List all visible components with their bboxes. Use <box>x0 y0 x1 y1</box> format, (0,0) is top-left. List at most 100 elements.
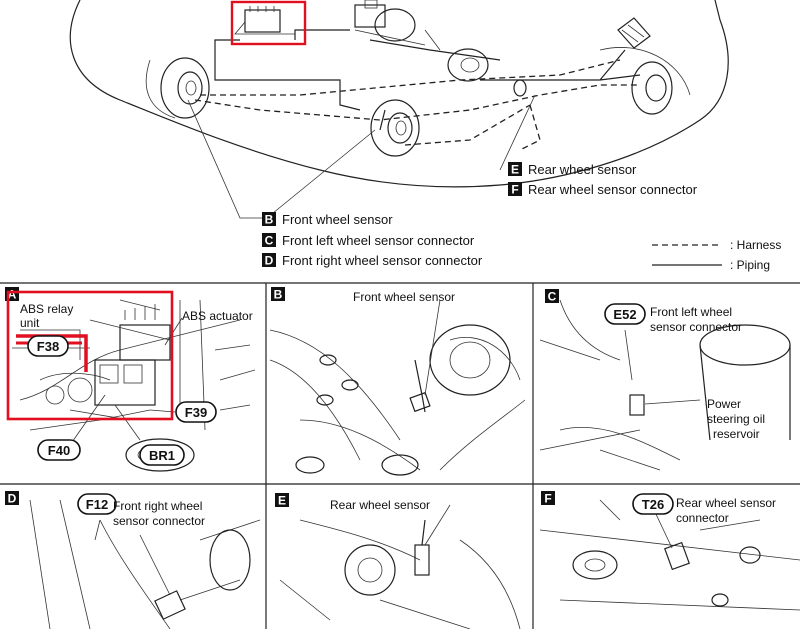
callout-rear-wheel-sensor: Rear wheel sensor <box>528 162 637 177</box>
front-left-connector-body <box>629 394 645 416</box>
panel-A-leaders <box>69 317 183 446</box>
panel-B: B Front wheel sensor <box>269 287 526 476</box>
panel-F-lines <box>539 499 800 611</box>
svg-text:F38: F38 <box>37 339 59 354</box>
svg-text:B: B <box>265 213 274 227</box>
front-left-connector-label-1: Front left wheel <box>650 305 732 319</box>
panel-C-lines <box>539 299 681 471</box>
panel-A: A ABS relay unit ABS actuator F38 <box>5 287 256 472</box>
abs-actuator-detail-sketch <box>119 304 171 361</box>
front-right-connector-body <box>154 590 186 620</box>
panel-E: E Rear wheel sensor <box>275 493 521 629</box>
abs-actuator-label: ABS actuator <box>182 309 253 323</box>
front-wheel-sensor-body <box>409 391 431 413</box>
abs-relay-unit-label: unit <box>20 316 40 330</box>
svg-text:C: C <box>265 234 274 248</box>
connector-E52: E52 <box>604 303 646 325</box>
sensor-harness <box>194 59 640 151</box>
vehicle-overview <box>69 0 729 223</box>
strut-mount <box>125 438 195 472</box>
callout-front-wheel-sensor: Front wheel sensor <box>282 212 393 227</box>
ps-reservoir-label-2: steering oil <box>707 412 765 426</box>
callout-F: F Rear wheel sensor connector <box>508 182 698 197</box>
legend: : Harness : Piping <box>652 238 781 272</box>
ps-reservoir-label-3: reservoir <box>713 427 760 441</box>
rear-wheel-connector-body <box>664 541 690 571</box>
front-right-connector-label-2: sensor connector <box>113 514 205 528</box>
connector-BR1: BR1 <box>139 444 185 466</box>
panel-D-strut <box>209 529 251 591</box>
callout-front-right-connector: Front right wheel sensor connector <box>282 253 483 268</box>
svg-text:F39: F39 <box>185 405 207 420</box>
front-right-wheel-disc <box>370 99 420 157</box>
svg-text:D: D <box>265 254 274 268</box>
leader-front-wheel-sensor <box>187 99 262 219</box>
callout-E: E Rear wheel sensor <box>508 162 637 177</box>
panel-F-leader <box>654 511 673 549</box>
front-wheel-sensor-detail-label: Front wheel sensor <box>353 290 455 304</box>
connector-F12: F12 <box>77 493 117 515</box>
svg-text:C: C <box>548 290 557 304</box>
rear-wheel-connector-label-2: connector <box>676 511 729 525</box>
svg-text:F: F <box>511 183 518 197</box>
connector-F38: F38 <box>27 335 69 357</box>
connector-F39: F39 <box>175 401 217 423</box>
panel-D-lines <box>29 499 261 629</box>
front-wheel-arch <box>145 59 176 119</box>
abs-relay-unit-sketch <box>39 359 156 421</box>
brake-piping <box>214 29 641 131</box>
callout-C: C Front left wheel sensor connector <box>262 233 475 248</box>
svg-text:D: D <box>8 492 17 506</box>
rear-wheel-sensor-detail-label: Rear wheel sensor <box>330 498 430 512</box>
panel-F-hole-left <box>572 550 618 580</box>
svg-text:T26: T26 <box>642 497 664 512</box>
legend-harness-label: : Harness <box>730 238 781 252</box>
rear-axle <box>447 48 527 97</box>
front-right-connector-label-1: Front right wheel <box>113 499 202 513</box>
panel-E-leader <box>424 504 451 546</box>
connector-T26: T26 <box>632 493 674 515</box>
callout-front-left-connector: Front left wheel sensor connector <box>282 233 475 248</box>
brake-master-cylinder <box>354 0 441 51</box>
leader-front-wheel-sensor-2 <box>261 129 376 223</box>
connector-F40: F40 <box>37 439 81 461</box>
abs-actuator-sketch <box>234 6 295 35</box>
panel-F: F T26 Rear wheel sensor connector <box>539 491 800 611</box>
ps-reservoir-label-1: Power <box>707 397 741 411</box>
callout-D: D Front right wheel sensor connector <box>262 253 483 268</box>
svg-text:E: E <box>278 494 286 508</box>
svg-text:F12: F12 <box>86 497 108 512</box>
panel-B-hub-bolt <box>381 454 419 476</box>
panel-E-hub <box>344 544 396 596</box>
abs-actuator-highlight <box>230 0 307 46</box>
svg-text:E52: E52 <box>613 307 636 322</box>
svg-text:F: F <box>544 492 551 506</box>
legend-piping-label: : Piping <box>730 258 770 272</box>
callout-B: B Front wheel sensor <box>262 212 393 227</box>
leader-rear-wheel-sensor <box>499 94 536 171</box>
front-left-wheel-disc <box>160 57 210 119</box>
rear-wheel-disc <box>631 61 673 115</box>
detail-grid <box>0 282 800 629</box>
rear-wheel-sensor-body <box>414 544 430 576</box>
panel-B-leader <box>424 299 441 396</box>
rear-harness-connector <box>617 17 651 49</box>
panel-B-knuckle-lines <box>269 329 526 471</box>
svg-text:B: B <box>274 288 283 302</box>
svg-text:E: E <box>511 163 519 177</box>
car-body-outline <box>69 0 729 188</box>
rear-wheel-connector-label-1: Rear wheel sensor <box>676 496 776 510</box>
rear-wheel-arch <box>599 47 691 96</box>
panel-E-lines <box>279 519 521 629</box>
svg-text:F40: F40 <box>48 443 70 458</box>
panel-D: D F12 Front right wheel sensor connector <box>5 491 261 629</box>
abs-relay-highlight-box <box>6 290 174 421</box>
svg-text:BR1: BR1 <box>149 448 175 463</box>
ps-reservoir-body <box>699 344 791 441</box>
abs-relay-label: ABS relay <box>20 302 73 316</box>
svg-text:A: A <box>8 288 17 302</box>
panel-D-leaders <box>94 519 171 596</box>
panel-C: C E52 Front left wheel sensor connector … <box>539 289 791 471</box>
panel-C-leaders <box>624 329 701 405</box>
